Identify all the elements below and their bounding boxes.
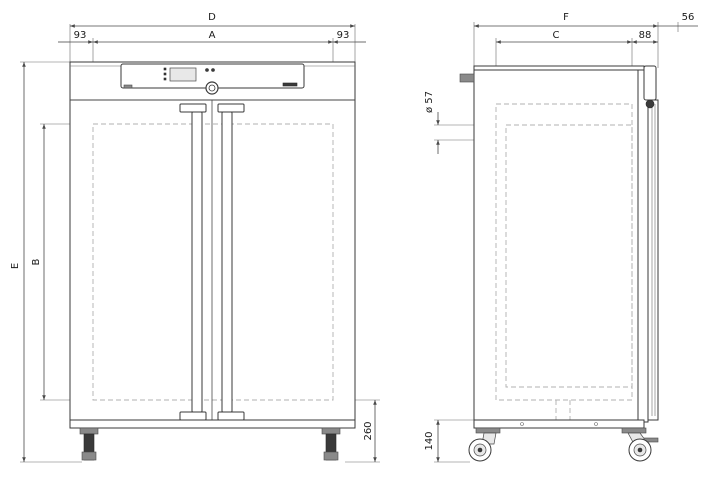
door-profile [637, 65, 659, 423]
base-plinth [69, 419, 356, 429]
dimension-overall-depth: F [473, 12, 659, 68]
dimension-handle-depth: 56 [658, 12, 698, 32]
led-indicator-1 [205, 68, 209, 72]
dimension-label-right-offset: 93 [337, 30, 350, 41]
inner-chamber-outline [92, 123, 334, 401]
control-panel [120, 63, 305, 95]
door-handle-left[interactable] [179, 103, 207, 421]
dimension-label-56: 56 [682, 12, 695, 23]
dimension-overall-height: E [10, 61, 82, 463]
dimension-label-b: B [31, 258, 42, 265]
model-badge [123, 84, 133, 89]
dimension-label-e: E [10, 263, 21, 269]
side-view: F 56 C 88 ø 57 39 [424, 12, 698, 463]
led-indicator-2 [211, 68, 215, 72]
caster-front-right [321, 427, 341, 461]
side-body [473, 67, 639, 425]
dimension-label-a: A [209, 30, 216, 41]
dimension-label-d: D [208, 12, 216, 23]
rear-connector [459, 73, 475, 83]
cabinet-body [69, 61, 356, 425]
display-screen [169, 67, 197, 82]
dimension-overall-width: D [69, 12, 356, 64]
side-base [473, 419, 645, 429]
dimension-caster-height: 140 [424, 419, 474, 463]
front-view: D 93 A 93 E B [10, 12, 380, 463]
brand-logo [282, 82, 298, 87]
caster-front-side [621, 427, 659, 462]
dimension-label-88: 88 [639, 30, 652, 41]
caster-rear [468, 427, 501, 462]
dimension-label-140: 140 [424, 431, 435, 450]
dimension-label-f: F [563, 12, 569, 23]
dimension-label-c: C [553, 30, 560, 41]
door-handle-right[interactable] [217, 103, 245, 421]
side-inner-chamber-outline [495, 103, 633, 424]
dimension-label-left-offset: 93 [74, 30, 87, 41]
dimension-label-port-diameter: ø 57 [424, 91, 435, 113]
caster-front-left [79, 427, 99, 461]
dimension-label-260: 260 [363, 421, 374, 440]
